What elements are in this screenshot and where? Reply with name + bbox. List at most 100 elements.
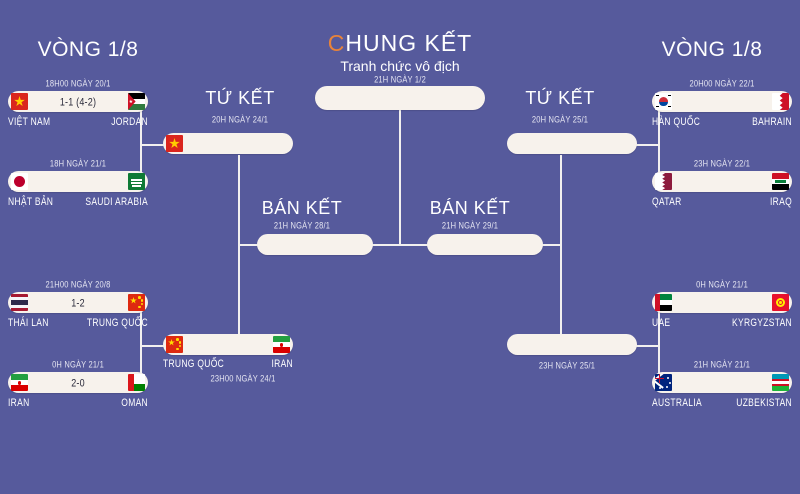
team-name-home: UAE: [652, 316, 671, 329]
connector: [399, 110, 401, 245]
uae-flag: [655, 294, 672, 311]
connector: [372, 244, 400, 246]
connector: [400, 244, 428, 246]
connector: [238, 155, 240, 245]
match-box[interactable]: 1-1 (4-2): [8, 91, 148, 112]
match-box-qf-left-2[interactable]: [163, 334, 293, 355]
match-time: 18H00 NGÀY 20/1: [45, 77, 111, 89]
connector: [658, 105, 660, 187]
team-name-home: THÁI LAN: [8, 316, 49, 329]
connector: [658, 306, 660, 388]
match-box[interactable]: 1-2: [8, 292, 148, 313]
vietnam-flag: [11, 93, 28, 110]
vietnam-flag: [166, 135, 183, 152]
match-box[interactable]: [8, 171, 148, 192]
match-box-qf-left-1[interactable]: [163, 133, 293, 154]
china-flag: [128, 294, 145, 311]
connector: [140, 105, 142, 187]
heading-semifinal-right: BÁN KẾT: [429, 198, 511, 218]
match-score: 2-0: [71, 376, 85, 389]
team-name-away: IRAQ: [770, 195, 792, 208]
team-name-home: HÀN QUỐC: [652, 115, 701, 128]
match-time: 23H NGÀY 22/1: [693, 157, 751, 169]
team-name-away: IRAN: [271, 357, 293, 370]
match-time: 18H NGÀY 21/1: [49, 157, 107, 169]
connector: [238, 245, 240, 345]
connector: [238, 244, 258, 246]
saudi-arabia-flag: [128, 173, 145, 190]
connector: [140, 306, 142, 388]
heading-round16-right: VÒNG 1/8: [661, 38, 763, 61]
team-name-home: VIỆT NAM: [8, 115, 51, 128]
final-time: 21H NGÀY 1/2: [374, 73, 426, 85]
match-time-semifinal-left: 21H NGÀY 28/1: [273, 219, 331, 231]
match-time: 21H NGÀY 21/1: [693, 358, 751, 370]
team-name-away: TRUNG QUỐC: [86, 316, 148, 329]
bahrain-flag: [772, 93, 789, 110]
connector: [560, 155, 562, 245]
china-flag: [166, 336, 183, 353]
heading-round16-left: VÒNG 1/8: [37, 38, 139, 61]
team-name-home: NHẬT BẢN: [8, 195, 54, 208]
match-box-semifinal-left[interactable]: [257, 234, 373, 255]
heading-quarterfinal-left: TỨ KẾT: [205, 88, 275, 108]
australia-flag: [655, 374, 672, 391]
connector: [542, 244, 562, 246]
match-time-qf-left-1: 20H NGÀY 24/1: [211, 113, 269, 125]
match-score: 1-1 (4-2): [59, 95, 97, 108]
match-box-qf-right-2[interactable]: [507, 334, 637, 355]
match-time-semifinal-right: 21H NGÀY 29/1: [441, 219, 499, 231]
match-r16-right-1[interactable]: 20H00 NGÀY 22/1 HÀN QUỐC BAHRAIN: [652, 77, 792, 131]
team-name-away: BAHRAIN: [752, 115, 792, 128]
match-box[interactable]: [652, 91, 792, 112]
match-time: 0H NGÀY 21/1: [696, 278, 748, 290]
final-title-text: HUNG KẾT: [345, 30, 473, 56]
team-name-away: UZBEKISTAN: [736, 396, 792, 409]
japan-flag: [11, 173, 28, 190]
heading-semifinal-left: BÁN KẾT: [261, 198, 343, 218]
match-r16-right-4[interactable]: 21H NGÀY 21/1 AUSTRALIA UZBEKISTAN: [652, 358, 792, 412]
iran-flag: [273, 336, 290, 353]
match-r16-right-3[interactable]: 0H NGÀY 21/1 UAE KYRGYZSTAN: [652, 278, 792, 332]
korea-flag: [655, 93, 672, 110]
match-r16-left-3[interactable]: 21H00 NGÀY 20/8 1-2 THÁI LAN TRUNG QUỐC: [8, 278, 148, 332]
jordan-flag: [128, 93, 145, 110]
kyrgyzstan-flag: [772, 294, 789, 311]
match-box[interactable]: 2-0: [8, 372, 148, 393]
match-score: 1-2: [71, 296, 85, 309]
match-time-qf-right-2: 23H NGÀY 25/1: [538, 359, 596, 371]
match-time-qf-left-2: 23H00 NGÀY 24/1: [210, 372, 276, 384]
connector: [636, 345, 660, 347]
heading-quarterfinal-right: TỨ KẾT: [525, 88, 595, 108]
match-box-semifinal-right[interactable]: [427, 234, 543, 255]
match-time-qf-right-1: 20H NGÀY 25/1: [531, 113, 589, 125]
match-box[interactable]: [652, 292, 792, 313]
match-r16-left-4[interactable]: 0H NGÀY 21/1 2-0 IRAN OMAN: [8, 359, 148, 412]
match-box[interactable]: [652, 171, 792, 192]
team-name-home: QATAR: [652, 195, 682, 208]
team-name-home: IRAN: [8, 396, 30, 409]
team-name-home: TRUNG QUỐC: [163, 357, 225, 370]
final-subtitle: Tranh chức vô địch: [340, 58, 460, 74]
team-name-away: SAUDI ARABIA: [85, 195, 148, 208]
connector: [560, 245, 562, 345]
heading-final: CHUNG KẾT: [300, 30, 500, 57]
match-r16-left-2[interactable]: 18H NGÀY 21/1 NHẬT BẢN SAUDI ARABIA: [8, 157, 148, 211]
match-box-final[interactable]: [315, 86, 485, 110]
team-name-home: AUSTRALIA: [652, 396, 702, 409]
team-name-away: KYRGYZSTAN: [732, 316, 792, 329]
team-name-away: OMAN: [121, 396, 148, 409]
team-name-away: JORDAN: [111, 115, 148, 128]
connector: [636, 144, 660, 146]
final-title-accent-letter: C: [327, 30, 346, 56]
match-time: 20H00 NGÀY 22/1: [689, 77, 755, 89]
match-r16-left-1[interactable]: 18H00 NGÀY 20/1 1-1 (4-2) VIỆT NAM JORDA…: [8, 77, 148, 131]
connector: [140, 144, 164, 146]
match-time: 21H00 NGÀY 20/8: [45, 278, 111, 290]
uzbekistan-flag: [772, 374, 789, 391]
qatar-flag: [655, 173, 672, 190]
match-box[interactable]: [652, 372, 792, 393]
match-box-qf-right-1[interactable]: [507, 133, 637, 154]
match-r16-right-2[interactable]: 23H NGÀY 22/1 QATAR IRAQ: [652, 157, 792, 211]
